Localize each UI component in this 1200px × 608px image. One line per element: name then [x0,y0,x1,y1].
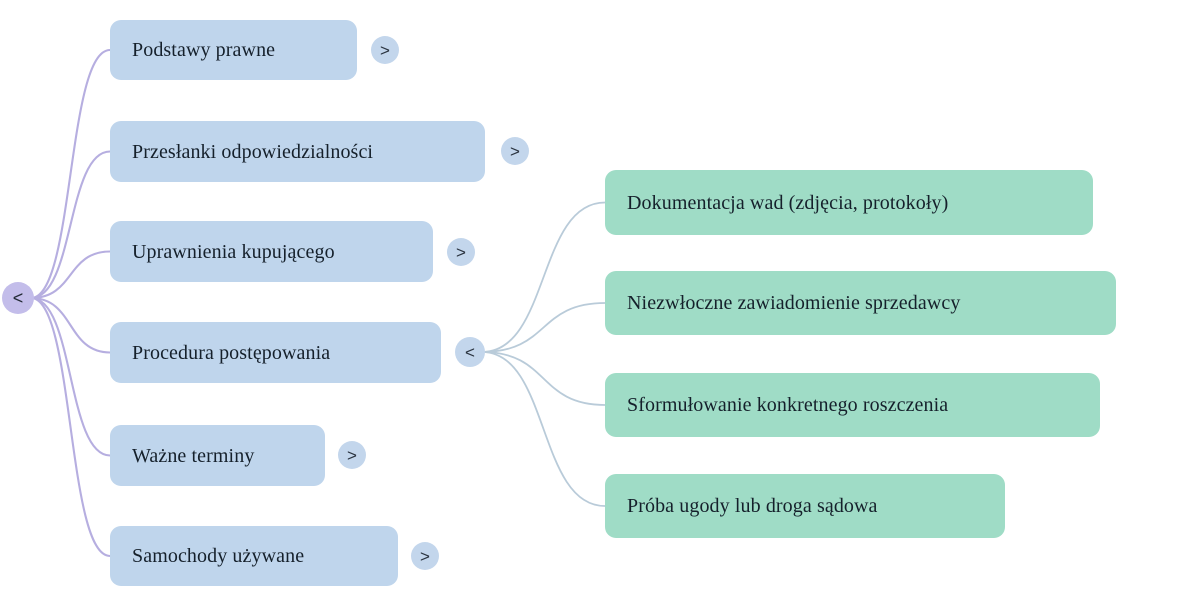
root-branch-connector [29,296,112,457]
toggle-label: > [456,242,466,262]
branch-node-label: Przesłanki odpowiedzialności [132,140,374,163]
root-branch-connector [29,48,112,300]
branch-node-label: Uprawnienia kupującego [132,240,335,263]
expand-toggle-icon[interactable]: > [338,441,366,469]
leaf-node-label: Dokumentacja wad (zdjęcia, protokoły) [627,191,949,214]
toggle-label: < [465,342,475,362]
branch-node-label: Podstawy prawne [132,39,276,61]
branch-leaf-connector [481,351,606,406]
leaf-node-label: Niezwłoczne zawiadomienie sprzedawcy [627,292,961,314]
toggle-label: > [420,546,430,566]
branch-node[interactable]: Przesłanki odpowiedzialności [110,121,485,182]
expand-toggle-icon[interactable]: > [371,36,399,64]
root-node[interactable]: < [2,282,34,314]
branch-leaf-connector [481,351,606,507]
toggle-label: > [510,141,520,161]
branch-node[interactable]: Samochody używane [110,526,398,586]
branch-node-label: Samochody używane [132,545,305,567]
collapse-toggle-icon[interactable]: < [455,337,485,367]
toggle-label: > [380,40,390,60]
root-toggle-label: < [12,288,24,308]
toggle-label: > [347,445,357,465]
branch-leaf-connector [481,201,606,353]
leaf-node-label: Próba ugody lub droga sądowa [627,495,878,517]
branch-node[interactable]: Procedura postępowania [110,322,441,383]
root-branch-connector [29,150,112,300]
expand-toggle-icon[interactable]: > [501,137,529,165]
root-branch-connector [29,296,112,354]
leaf-node-label: Sformułowanie konkretnego roszczenia [627,394,949,416]
expand-toggle-icon[interactable]: > [411,542,439,570]
branch-leaf-connector [481,302,606,353]
branch-node-label: Procedura postępowania [132,341,331,364]
root-branch-connector [29,296,112,558]
expand-toggle-icon[interactable]: > [447,238,475,266]
leaf-node[interactable]: Próba ugody lub droga sądowa [605,474,1005,538]
leaf-node[interactable]: Niezwłoczne zawiadomienie sprzedawcy [605,271,1116,335]
leaf-node[interactable]: Sformułowanie konkretnego roszczenia [605,373,1100,437]
root-branch-connector [29,250,112,300]
branch-node[interactable]: Podstawy prawne [110,20,357,80]
branch-node[interactable]: Uprawnienia kupującego [110,221,433,282]
leaf-node[interactable]: Dokumentacja wad (zdjęcia, protokoły) [605,170,1093,235]
branch-node[interactable]: Ważne terminy [110,425,325,486]
branch-node-label: Ważne terminy [132,444,255,467]
